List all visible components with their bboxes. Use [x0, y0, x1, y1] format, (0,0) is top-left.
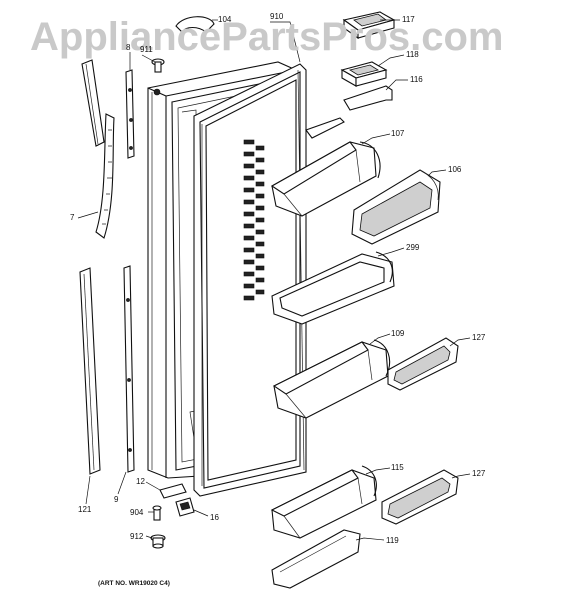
part-12-bracket: [159, 483, 187, 499]
label-part-118[interactable]: 118: [406, 50, 419, 59]
label-part-107[interactable]: 107: [391, 129, 405, 138]
label-part-16[interactable]: 16: [210, 513, 219, 522]
leader-lines: [77, 19, 471, 541]
label-part-911[interactable]: 911: [140, 45, 153, 54]
label-part-119[interactable]: 119: [386, 536, 399, 545]
label-part-121[interactable]: 121: [78, 505, 92, 514]
part-7-handle: [95, 113, 115, 239]
label-part-115[interactable]: 115: [391, 463, 404, 472]
part-labels: 104 910 117 118 116 8 911 107 106 7 299 …: [70, 12, 486, 545]
label-part-106[interactable]: 106: [448, 165, 462, 174]
part-9-rail: [123, 265, 135, 473]
part-8-rail: [125, 69, 135, 159]
part-299-shelf: [271, 251, 395, 325]
part-16-hinge-block: [175, 497, 195, 517]
art-number-text: (ART NO. WR19020 C4): [98, 580, 170, 587]
part-106-cover: [351, 169, 441, 245]
part-119-cover: [271, 529, 361, 589]
part-904-pin: [152, 505, 162, 521]
part-115-bin: [270, 465, 377, 539]
part-107-bar: [305, 117, 345, 139]
label-part-8[interactable]: 8: [126, 43, 131, 52]
label-part-117[interactable]: 117: [402, 15, 415, 24]
label-part-912[interactable]: 912: [130, 532, 144, 541]
part-121-trim: [79, 267, 101, 475]
part-118-cap: [340, 61, 388, 87]
part-127-cover-lower: [381, 469, 459, 525]
part-handle-trim-upper: [81, 59, 105, 147]
label-part-109[interactable]: 109: [391, 329, 405, 338]
part-911-screw: [151, 58, 165, 73]
part-104-cap: [175, 16, 215, 33]
label-part-910[interactable]: 910: [270, 12, 284, 21]
part-116-bar: [343, 85, 393, 111]
watermark-text: AppliancePartsPros.com: [30, 15, 504, 59]
label-part-12[interactable]: 12: [136, 477, 145, 486]
label-part-127-lower[interactable]: 127: [472, 469, 486, 478]
label-part-116[interactable]: 116: [410, 75, 423, 84]
part-912-bushing: [150, 534, 166, 549]
part-127-cover-upper: [387, 337, 459, 391]
label-part-299[interactable]: 299: [406, 243, 420, 252]
door-gasket: [193, 63, 307, 497]
liner-shelf-rails: [243, 139, 265, 301]
label-part-904[interactable]: 904: [130, 508, 144, 517]
part-107-bin: [270, 141, 381, 217]
label-part-127-upper[interactable]: 127: [472, 333, 486, 342]
label-part-7[interactable]: 7: [70, 213, 75, 222]
label-part-9[interactable]: 9: [114, 495, 119, 504]
label-part-104[interactable]: 104: [218, 15, 232, 24]
